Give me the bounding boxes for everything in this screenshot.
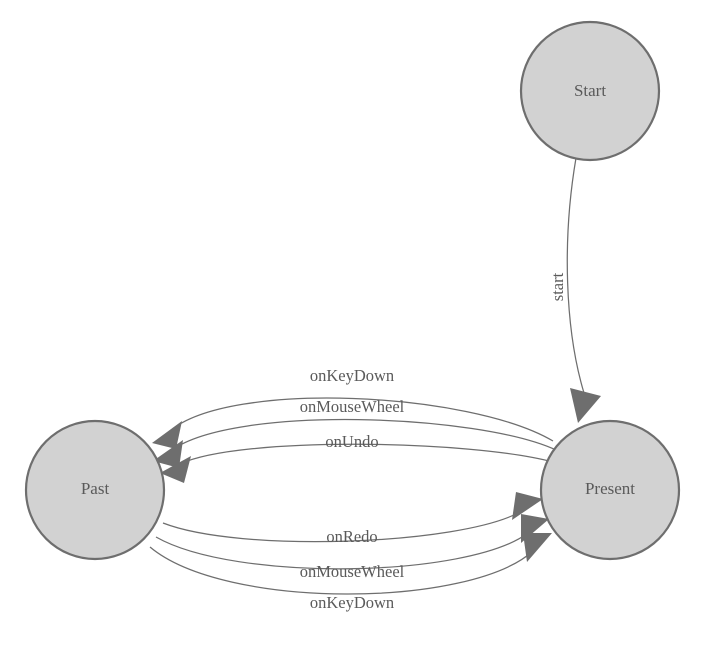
node-start-label: Start bbox=[574, 81, 606, 100]
edge-past-to-present-onredo[interactable]: onRedo bbox=[162, 492, 543, 546]
edge-path-past-to-present-onredo bbox=[162, 511, 521, 543]
edge-path-present-to-past-onundo bbox=[179, 443, 554, 465]
edge-present-to-past-onkeydown[interactable]: onKeyDown bbox=[152, 366, 554, 449]
node-present-circle bbox=[539, 419, 681, 561]
node-past[interactable]: Past bbox=[24, 419, 166, 561]
arrowhead-present-to-past-onmousewheel bbox=[153, 440, 183, 468]
edge-present-to-past-onmousewheel[interactable]: onMouseWheel bbox=[153, 397, 557, 468]
edge-path-past-to-present-onkeydown bbox=[149, 546, 534, 595]
edge-path-present-to-past-onmousewheel bbox=[171, 418, 557, 451]
edge-label-past-to-present-onmousewheel: onMouseWheel bbox=[300, 562, 405, 581]
arrowhead-present-to-past-onundo bbox=[160, 456, 191, 483]
node-start[interactable]: Start bbox=[519, 20, 661, 162]
edge-present-to-past-onundo[interactable]: onUndo bbox=[160, 432, 554, 483]
arrowhead-present-to-past-onkeydown bbox=[152, 421, 182, 449]
arrowhead-past-to-present-onkeydown bbox=[523, 533, 552, 562]
edge-label-present-to-past-onkeydown: onKeyDown bbox=[310, 366, 394, 385]
edge-start-to-present[interactable]: start bbox=[548, 157, 601, 423]
node-start-circle bbox=[519, 20, 661, 162]
edge-label-past-to-present-onkeydown: onKeyDown bbox=[310, 593, 394, 612]
node-present-label: Present bbox=[585, 479, 635, 498]
node-past-circle bbox=[24, 419, 166, 561]
edge-label-past-to-present-onredo: onRedo bbox=[326, 527, 377, 546]
arrowhead-past-to-present-onredo bbox=[512, 492, 543, 520]
edge-past-to-present-onmousewheel[interactable]: onMouseWheel bbox=[155, 514, 549, 581]
edge-label-present-to-past-onmousewheel: onMouseWheel bbox=[300, 397, 405, 416]
edge-label-start: start bbox=[548, 272, 567, 301]
edge-past-to-present-onkeydown[interactable]: onKeyDown bbox=[149, 533, 552, 612]
node-present[interactable]: Present bbox=[539, 419, 681, 561]
edge-path-start-to-present bbox=[566, 157, 585, 394]
node-past-label: Past bbox=[81, 479, 110, 498]
edge-label-present-to-past-onundo: onUndo bbox=[325, 432, 378, 451]
edge-path-present-to-past-onkeydown bbox=[169, 397, 554, 442]
edge-path-past-to-present-onmousewheel bbox=[155, 532, 529, 570]
arrowhead-start-to-present bbox=[570, 388, 601, 423]
